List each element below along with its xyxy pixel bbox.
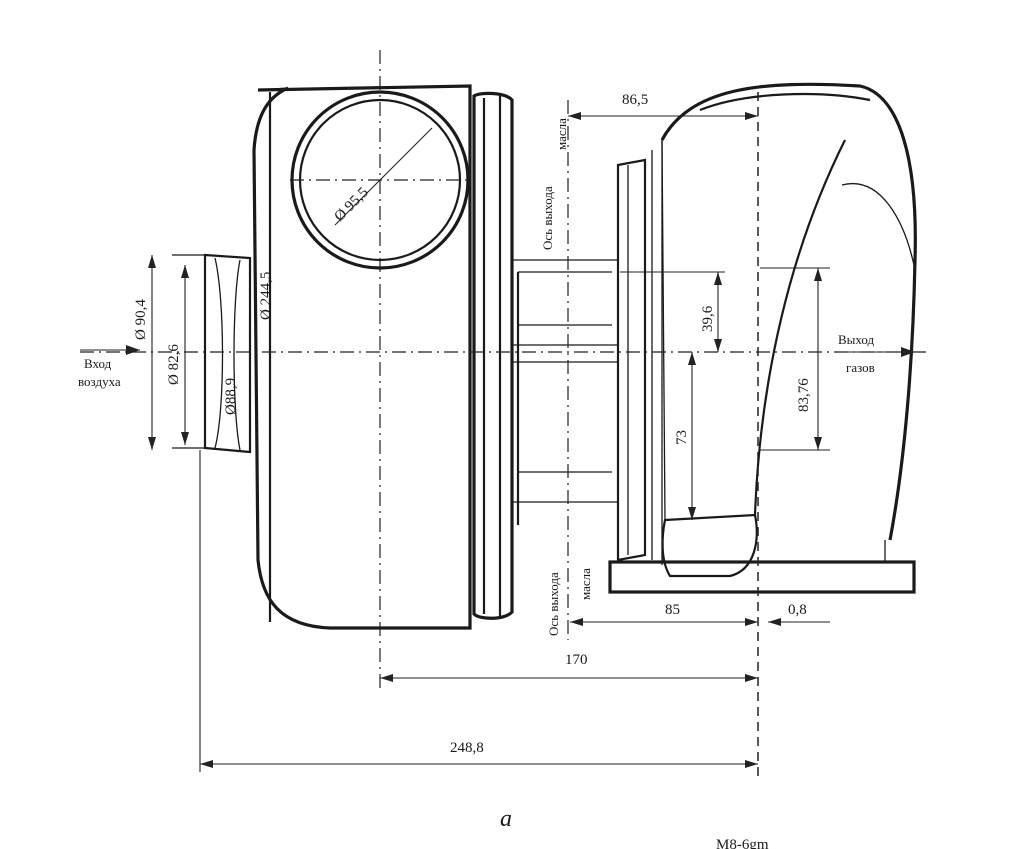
label-air-inlet-1: Вход bbox=[84, 356, 112, 371]
dim-overall-length: 248,8 bbox=[450, 740, 484, 756]
dim-d-inlet-mouth: Ø88,9 bbox=[223, 378, 239, 415]
turbine-flange bbox=[608, 540, 916, 594]
dim-shaft-to-lower: 73 bbox=[674, 430, 690, 445]
label-oil-outlet-bottom-2: масла bbox=[578, 568, 593, 600]
label-gas-outlet-2: газов bbox=[846, 360, 875, 375]
label-air-inlet-2: воздуха bbox=[78, 374, 121, 389]
dim-d-compressor-housing: Ø 244,5 bbox=[258, 272, 274, 320]
label-oil-outlet-bottom-1: Ось выхода bbox=[546, 572, 561, 636]
bearing-housing bbox=[472, 91, 618, 620]
dimension-lines bbox=[80, 112, 915, 768]
dim-exhaust-outlet: 83,76 bbox=[796, 378, 812, 412]
compressor-housing bbox=[252, 84, 472, 630]
air-inlet-pipe bbox=[172, 253, 252, 454]
dim-d-outlet-flange: Ø 95,5 bbox=[332, 185, 372, 225]
label-oil-outlet-top-2: масла bbox=[554, 118, 569, 150]
axis-lines bbox=[80, 50, 930, 780]
figure-caption: а bbox=[500, 806, 512, 832]
footer-fragment: M8-6gm bbox=[716, 837, 769, 849]
dim-d-inlet-outer: Ø 90,4 bbox=[133, 299, 149, 340]
dim-flange-width: 85 bbox=[665, 602, 680, 618]
dim-flange-step: 0,8 bbox=[788, 602, 807, 618]
turbine-housing bbox=[660, 82, 917, 578]
annotation-labels: Вход воздуха Выход газов Ось выхода масл… bbox=[78, 118, 875, 636]
dim-d-inlet-inner: Ø 82,6 bbox=[166, 344, 182, 385]
dim-turbine-offset: 86,5 bbox=[622, 92, 648, 108]
label-gas-outlet-1: Выход bbox=[838, 332, 875, 347]
label-oil-outlet-top-1: Ось выхода bbox=[540, 186, 555, 250]
dim-axis-to-flange: 170 bbox=[565, 652, 588, 668]
dim-shaft-to-upper: 39,6 bbox=[700, 305, 716, 332]
